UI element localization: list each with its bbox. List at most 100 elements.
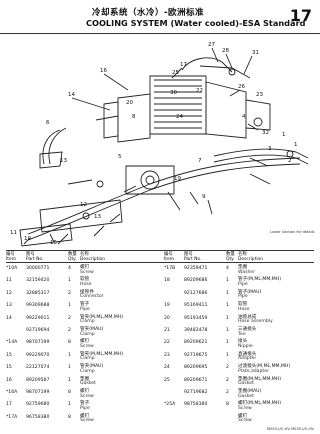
callout: 8 [132, 114, 136, 120]
callout: 3 [268, 146, 272, 152]
description-cn: 螺钉 [238, 413, 248, 419]
callout: 12 [80, 202, 87, 208]
item-number: 19 [164, 303, 170, 309]
part-number: 98758380 [184, 402, 208, 408]
description: 螺钉(M,ML,MM,MH)Screw [238, 402, 316, 411]
item-number: 18 [164, 278, 170, 284]
exploded-parts-diagram: 27 28 31 16 17 25 26 23 32 30 14 20 22 8… [0, 34, 320, 248]
description-cn: 螺钉 [80, 413, 90, 419]
title-chinese: 冷却系统（水冷）-欧洲标准 [92, 8, 205, 18]
description-cn: 三通接头 [238, 327, 257, 332]
description: 管夹(MAU)Clamp [80, 365, 158, 374]
description-cn: 接头 [238, 339, 248, 345]
housing-right [205, 81, 247, 139]
item-number: 24 [164, 365, 170, 371]
quantity: 1 [68, 365, 71, 371]
callout: 30 [170, 90, 177, 96]
description-cn: 垫圈(M,ML,MM,MH) [238, 376, 281, 382]
description-cn: 直通接头 [238, 351, 257, 357]
callout: 26 [238, 84, 245, 90]
table-top-rule [6, 250, 314, 251]
quantity: 1 [68, 278, 71, 284]
description-cn: 螺钉 [80, 265, 90, 270]
callout: 31 [252, 50, 259, 56]
description-cn: 垫圈(MAU) [238, 389, 262, 394]
quantity: 1 [68, 352, 71, 358]
page-number: 17 [289, 6, 312, 25]
quantity: 1 [68, 402, 71, 408]
part-number: 32885317 [26, 290, 50, 296]
title-english: COOLING SYSTEM (Water cooled)-ESA Standa… [86, 18, 306, 28]
callout: 7 [198, 158, 202, 164]
part-number: 92719694 [26, 328, 50, 333]
description-cn: 螺钉 [80, 339, 90, 345]
item-number: 25 [164, 377, 170, 383]
description-cn: 管夹(M,ML,MM,MH) [80, 314, 123, 320]
part-number: 99229011 [26, 315, 50, 321]
callout: 10 [24, 236, 31, 242]
description-en: Plate,adapter [238, 368, 269, 374]
description-en: Screw [238, 405, 252, 411]
item-number: *10A [6, 266, 18, 271]
callout: 25 [172, 70, 179, 76]
description-cn: 管夹(M,ML,MM,MH) [80, 351, 123, 357]
quantity: 1 [68, 303, 71, 309]
callout: 4 [242, 114, 246, 120]
description-en: Screw [80, 269, 94, 275]
part-number: 89209621 [184, 340, 208, 346]
description-cn: 管夹(MAU) [80, 364, 104, 370]
quantity: 4 [68, 266, 71, 271]
item-number: 21 [164, 328, 170, 333]
quantity: 2 [226, 377, 229, 383]
quantity: 1 [226, 328, 229, 333]
part-number: 92719682 [184, 390, 208, 395]
quantity: 1 [226, 303, 229, 309]
pump-housing [125, 165, 175, 195]
part-number: 98707199 [26, 340, 50, 346]
part-number: 22127074 [26, 365, 50, 371]
description-cn: 管夹(MAU) [80, 327, 104, 332]
description: 管子(MAU)Pipe [238, 290, 316, 300]
description-cn: 螺钉(M,ML,MM,MH) [238, 401, 281, 407]
header-qty-cn: 数量 [226, 252, 235, 257]
header-item-cn: 编号 [6, 252, 15, 257]
callout: 24 [176, 114, 183, 120]
description-en: Washer [238, 269, 256, 275]
header-divider [0, 33, 320, 34]
part-number: 96758380 [26, 414, 50, 420]
description-cn: 软管 [80, 277, 90, 283]
page-header: 冷却系统（水冷）-欧洲标准 COOLING SYSTEM (Water cool… [0, 0, 320, 34]
header-part-cn: 图号 [26, 252, 35, 257]
item-number: 23 [164, 352, 170, 358]
table-header-rule [6, 262, 314, 263]
part-number: 92719675 [184, 352, 208, 358]
item-number: *25A [164, 402, 176, 408]
quantity: 2 [226, 390, 229, 395]
item-number: *17A [6, 414, 18, 420]
header-qty-cn: 数量 [68, 252, 77, 257]
callout: 28 [222, 48, 229, 54]
callout: 16 [100, 68, 107, 74]
description-cn: 螺钉 [80, 389, 90, 394]
callout: 1 [282, 132, 286, 138]
description-en: Screw [80, 418, 94, 424]
